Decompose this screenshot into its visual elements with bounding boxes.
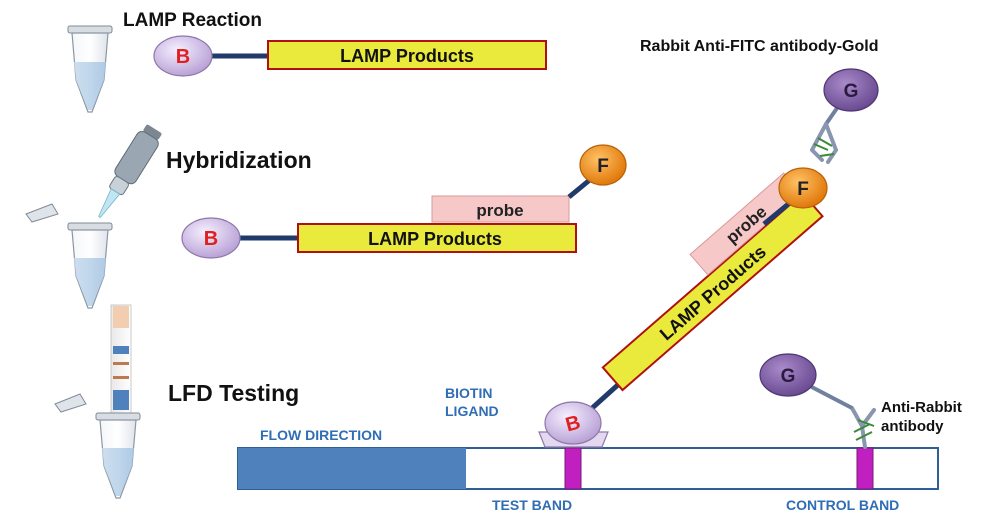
flow-direction-fill bbox=[238, 448, 466, 489]
test-strip bbox=[237, 447, 939, 490]
antibody-y-icon bbox=[810, 122, 838, 164]
linker bbox=[762, 199, 794, 226]
gold-letter: G bbox=[781, 366, 796, 387]
anti-rabbit-label-line1: Anti-Rabbit bbox=[881, 399, 962, 416]
rabbit-anti-fitc-label: Rabbit Anti-FITC antibody-Gold bbox=[640, 38, 878, 55]
biotin-ball bbox=[153, 35, 213, 77]
biotin-ball bbox=[181, 217, 241, 259]
biotin-ligand-label-line2: LIGAND bbox=[445, 403, 499, 419]
gold-ball bbox=[823, 68, 879, 112]
tube-lamp-reaction-icon bbox=[67, 25, 113, 113]
lamp-products-bar bbox=[267, 40, 547, 70]
flow-direction-label: FLOW DIRECTION bbox=[260, 427, 382, 443]
biotin-letter: B bbox=[176, 46, 190, 68]
biotin-ligand-label-line1: BIOTIN bbox=[445, 385, 492, 401]
pipette-icon bbox=[98, 124, 162, 219]
antibody-gold-conjugate: G bbox=[810, 68, 879, 164]
control-band-antibody: G bbox=[759, 353, 876, 449]
anti-rabbit-antibody-icon bbox=[850, 406, 876, 449]
tube-hybridization-icon bbox=[25, 203, 113, 309]
gold-ball bbox=[759, 353, 817, 397]
biotin-ball bbox=[544, 401, 602, 445]
linker bbox=[588, 381, 622, 412]
lamp-products-label: LAMP Products bbox=[368, 229, 502, 249]
fitc-ball bbox=[778, 167, 828, 209]
anti-rabbit-label-line2: antibody bbox=[881, 418, 944, 435]
step-title-lfd-testing: LFD Testing bbox=[168, 380, 299, 406]
gold-letter: G bbox=[844, 81, 859, 102]
lamp-reaction-construct: B LAMP Products bbox=[153, 35, 547, 77]
test-band-label: TEST BAND bbox=[492, 497, 572, 513]
lamp-products-label: LAMP Products bbox=[340, 46, 474, 66]
probe-label: probe bbox=[476, 201, 523, 220]
lateral-flow-strip-icon bbox=[110, 304, 132, 438]
lamp-products-bar bbox=[297, 223, 577, 253]
probe-bar bbox=[431, 195, 570, 223]
biotin-letter: B bbox=[204, 228, 218, 250]
fitc-letter: F bbox=[797, 179, 809, 200]
test-band bbox=[564, 447, 582, 490]
control-band-label: CONTROL BAND bbox=[786, 497, 899, 513]
linker bbox=[805, 382, 853, 410]
step-title-hybridization: Hybridization bbox=[166, 147, 312, 173]
biotin-letter: B bbox=[563, 412, 583, 437]
step-title-lamp-reaction: LAMP Reaction bbox=[123, 10, 262, 31]
hybridization-construct: B probe LAMP Products F bbox=[181, 144, 627, 259]
control-band bbox=[856, 447, 874, 490]
fitc-letter: F bbox=[597, 156, 609, 177]
bound-complex: B LAMP Products probe F bbox=[538, 167, 828, 448]
fitc-ball bbox=[579, 144, 627, 186]
tube-lfd-testing-icon bbox=[54, 393, 141, 499]
